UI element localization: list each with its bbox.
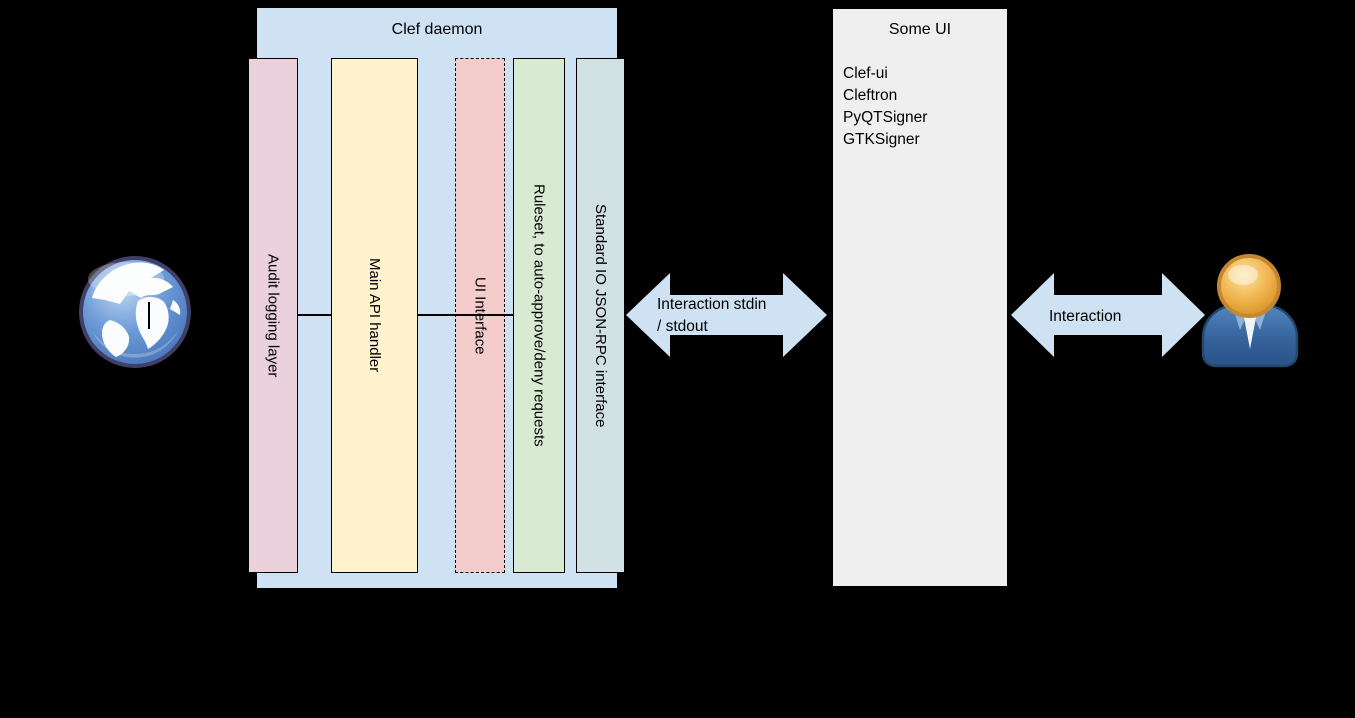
connector-line-api-to-ruleset <box>418 314 513 316</box>
layer-ruleset: Ruleset, to auto-approve/deny requests <box>513 58 565 573</box>
globe-icon <box>79 256 191 368</box>
globe-connector-stub <box>148 302 150 329</box>
interaction-stdio-arrow <box>626 273 827 357</box>
interaction-stdio-label-line2: / stdout <box>657 318 708 335</box>
interaction-arrow <box>1011 273 1205 357</box>
layer-main-api-handler: Main API handler <box>331 58 418 573</box>
some-ui-list: Clef-ui Cleftron PyQTSigner GTKSigner <box>843 63 927 151</box>
some-ui-title: Some UI <box>888 21 952 38</box>
layer-ruleset-label: Ruleset, to auto-approve/deny requests <box>530 184 548 447</box>
interaction-stdio-label-line1: Interaction stdin <box>657 296 767 313</box>
layer-stdio-jsonrpc: Standard IO JSON-RPC interface <box>576 58 625 573</box>
clef-daemon-title: Clef daemon <box>391 21 483 38</box>
connector-line-audit-to-api <box>298 314 331 316</box>
layer-audit-logging: Audit logging layer <box>248 58 298 573</box>
interaction-label: Interaction <box>1049 308 1122 325</box>
layer-audit-logging-label: Audit logging layer <box>264 253 282 378</box>
layer-stdio-jsonrpc-label: Standard IO JSON-RPC interface <box>592 203 609 428</box>
user-icon <box>1201 254 1299 368</box>
some-ui-item-gtksigner: GTKSigner <box>843 131 920 148</box>
some-ui-item-clef-ui: Clef-ui <box>843 65 888 82</box>
some-ui-box <box>832 8 1008 587</box>
layer-main-api-handler-label: Main API handler <box>366 258 383 373</box>
some-ui-item-pyqtsigner: PyQTSigner <box>843 109 928 126</box>
some-ui-item-cleftron: Cleftron <box>843 87 898 104</box>
interaction-stdio-label: Interaction stdin / stdout <box>657 294 766 338</box>
